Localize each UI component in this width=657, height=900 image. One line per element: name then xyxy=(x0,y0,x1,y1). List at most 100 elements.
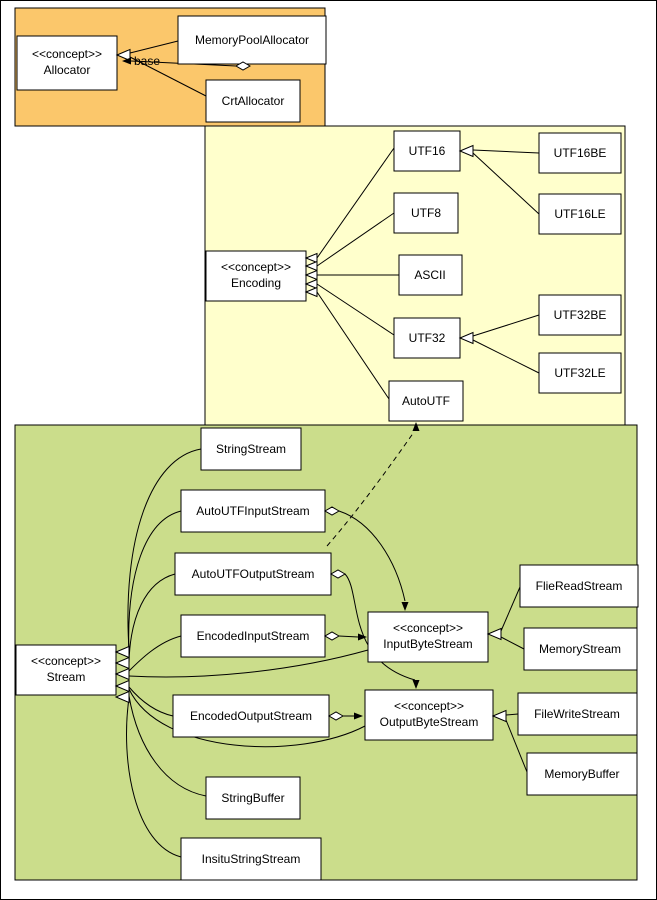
node-utf16: UTF16 xyxy=(393,130,461,172)
generalization-triangle-stream-3 xyxy=(114,667,130,681)
utf8-label: UTF8 xyxy=(411,206,441,220)
edge-utf8-encoding xyxy=(316,212,395,267)
allocator-name: Allocator xyxy=(44,63,91,77)
node-utf32le: UTF32LE xyxy=(538,352,622,394)
generalization-triangle-outputbytestream xyxy=(491,709,507,723)
edge-autoutfstreams-dependency-autoutf xyxy=(326,431,415,547)
crt-allocator-box xyxy=(205,79,301,123)
node-utf32be: UTF32BE xyxy=(538,294,622,336)
generalization-triangle-stream-4 xyxy=(114,679,130,693)
node-stream: <<concept>> Stream xyxy=(15,644,117,696)
edge-stringbuffer-stream xyxy=(128,695,207,797)
string-stream-box xyxy=(200,427,302,471)
edge-autoutf-encoding xyxy=(316,291,390,400)
edge-utf32be-utf32 xyxy=(472,314,540,337)
node-encoded-input-stream: EncodedInputStream xyxy=(180,614,326,658)
encoded-output-stream-label: EncodedOutputStream xyxy=(190,709,312,723)
input-byte-stream-stereotype: <<concept>> xyxy=(393,621,463,635)
edge-outputbytestream-stream xyxy=(128,688,366,748)
stream-name: Stream xyxy=(47,670,86,684)
encoding-box xyxy=(205,250,307,302)
edge-insitustringstream-stream xyxy=(126,697,182,858)
encoded-input-stream-box xyxy=(180,614,326,658)
node-utf16le: UTF16LE xyxy=(538,193,622,235)
aggregation-diamond-autoutfinputstream xyxy=(323,506,341,516)
aggregation-diamond-encodedoutputstream xyxy=(327,711,345,721)
node-insitu-string-stream: InsituStringStream xyxy=(180,837,322,881)
node-output-byte-stream: <<concept>> OutputByteStream xyxy=(364,689,494,741)
input-byte-stream-box xyxy=(367,611,489,663)
generalization-triangle-inputbytestream xyxy=(486,627,502,641)
node-memory-stream: MemoryStream xyxy=(523,627,638,671)
edge-utf32le-utf32 xyxy=(472,339,540,374)
edge-encodedinputstream-uses-inputbytestream xyxy=(338,635,359,638)
string-buffer-box xyxy=(205,776,301,820)
arrowhead-base xyxy=(122,57,131,65)
generalization-triangle-encoding-2 xyxy=(304,260,318,272)
node-flie-read-stream: FlieReadStream xyxy=(519,564,639,608)
allocator-label: <<concept>>Allocator xyxy=(32,47,102,77)
edge-fliereadstream-inputbytestream xyxy=(500,586,521,632)
memory-pool-allocator-box xyxy=(177,15,327,65)
node-autoutf-output-stream: AutoUTFOutputStream xyxy=(174,552,332,596)
crt-allocator-label: CrtAllocator xyxy=(222,94,285,108)
autoutf-label: AutoUTF xyxy=(402,394,450,408)
file-write-stream-box xyxy=(517,692,638,736)
output-byte-stream-name: OutputByteStream xyxy=(380,715,479,729)
stream-label: <<concept>> Stream xyxy=(31,654,101,684)
encoding-stereotype: <<concept>> xyxy=(221,260,291,274)
input-byte-stream-name: InputByteStream xyxy=(383,637,472,651)
edge-encodedoutputstream-stream xyxy=(128,686,174,717)
generalization-triangle-utf16 xyxy=(458,144,474,158)
utf32be-box xyxy=(538,294,622,336)
generalization-triangle-encoding-3 xyxy=(304,269,318,281)
memory-pool-allocator-label: MemoryPoolAllocator xyxy=(195,33,309,47)
generalization-triangle-stream-1 xyxy=(114,645,130,659)
insitu-string-stream-label: InsituStringStream xyxy=(202,852,301,866)
generalization-triangle-utf32 xyxy=(458,331,474,345)
stream-stereotype: <<concept>> xyxy=(31,654,101,668)
aggregation-diamond-base xyxy=(234,61,252,71)
generalization-triangle-encoding-5 xyxy=(304,286,318,298)
generalization-triangle-stream-2 xyxy=(114,656,130,670)
insitu-string-stream-box xyxy=(180,837,322,881)
aggregation-diamond-autoutfoutputstream xyxy=(329,569,347,579)
arrowhead-outputbytestream-top xyxy=(412,680,420,689)
node-encoded-output-stream: EncodedOutputStream xyxy=(172,694,330,738)
allocator-box xyxy=(16,35,118,91)
memory-buffer-label: MemoryBuffer xyxy=(544,767,619,781)
node-memory-pool-allocator: MemoryPoolAllocator xyxy=(177,15,327,65)
autoutf-output-stream-box xyxy=(174,552,332,596)
autoutf-output-stream-label: AutoUTFOutputStream xyxy=(192,567,315,581)
edge-crtallocator-allocator xyxy=(129,56,207,97)
string-buffer-label: StringBuffer xyxy=(221,791,284,805)
ascii-label: ASCII xyxy=(414,268,445,282)
utf32le-box xyxy=(538,352,622,394)
node-utf32: UTF32 xyxy=(393,317,461,359)
arrowhead-inputbytestream-top xyxy=(401,602,409,611)
node-autoutf-input-stream: AutoUTFInputStream xyxy=(180,489,326,533)
memory-stream-label: MemoryStream xyxy=(539,642,621,656)
node-input-byte-stream: <<concept>> InputByteStream xyxy=(367,611,489,663)
generalization-triangle-encoding-1 xyxy=(304,252,318,264)
utf16le-box xyxy=(538,193,622,235)
utf32be-label: UTF32BE xyxy=(554,308,607,322)
flie-read-stream-box xyxy=(519,564,639,608)
ascii-box xyxy=(398,254,463,296)
autoutf-input-stream-label: AutoUTFInputStream xyxy=(196,504,309,518)
generalization-triangle-stream-5 xyxy=(114,690,130,704)
output-byte-stream-stereotype: <<concept>> xyxy=(394,699,464,713)
edge-autoutfoutputstream-stream xyxy=(128,573,176,664)
output-byte-stream-box xyxy=(364,689,494,741)
file-write-stream-label: FileWriteStream xyxy=(534,707,620,721)
autoutf-box xyxy=(388,380,464,422)
encoding-name: Encoding xyxy=(231,276,281,290)
memory-buffer-box xyxy=(526,752,638,796)
utf16be-box xyxy=(538,132,622,174)
edge-autoutfoutputstream-uses-outputbytestream xyxy=(344,573,416,681)
edge-memorypoolallocator-allocator xyxy=(129,40,179,54)
utf32le-label: UTF32LE xyxy=(554,366,605,380)
node-utf16be: UTF16BE xyxy=(538,132,622,174)
